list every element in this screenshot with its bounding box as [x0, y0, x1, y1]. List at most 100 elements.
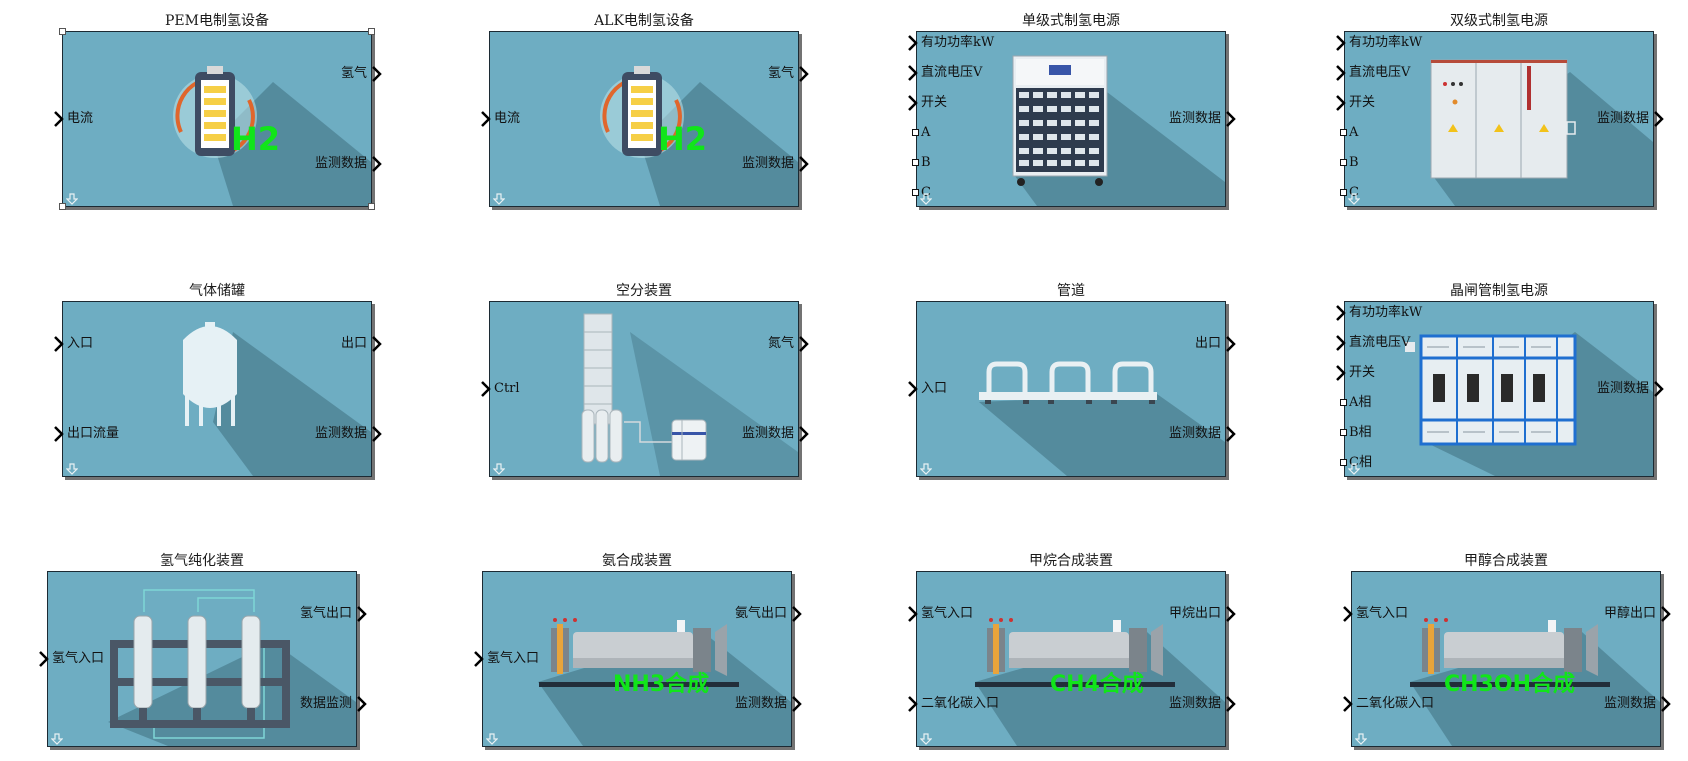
- nh3-synthesis-badge: NH3合成: [613, 672, 710, 697]
- block-pipeline[interactable]: 管道 入口 出口 监测数据: [908, 283, 1236, 477]
- conn-port-phase-c[interactable]: [1340, 459, 1347, 466]
- output-port-monitoring: 监测数据: [314, 426, 367, 441]
- block-air-separation-unit[interactable]: 空分装置 Ctrl 氮气 监测数据: [481, 283, 809, 477]
- output-arrow-icon[interactable]: [798, 426, 810, 442]
- output-arrow-icon[interactable]: [371, 426, 383, 442]
- input-port-co2-inlet: 二氧化碳入口: [1356, 696, 1435, 711]
- output-arrow-icon[interactable]: [371, 336, 383, 352]
- conn-port-c[interactable]: [912, 189, 919, 196]
- output-port-hydrogen: 氢气: [340, 66, 367, 81]
- input-arrow-icon[interactable]: [1336, 65, 1348, 81]
- block-hydrogen-purification[interactable]: 氢气纯化装置 氢气入口 氢气出口 数据监测: [39, 553, 367, 747]
- output-arrow-icon[interactable]: [1660, 606, 1672, 622]
- output-arrow-icon[interactable]: [1653, 111, 1665, 127]
- conn-port-b[interactable]: [1340, 159, 1347, 166]
- down-arrow-icon[interactable]: [920, 463, 932, 475]
- output-arrow-icon[interactable]: [1225, 111, 1237, 127]
- down-arrow-icon[interactable]: [66, 193, 78, 205]
- output-arrow-icon[interactable]: [798, 156, 810, 172]
- input-arrow-icon[interactable]: [481, 381, 493, 397]
- output-arrow-icon[interactable]: [1660, 696, 1672, 712]
- output-arrow-icon[interactable]: [1225, 426, 1237, 442]
- down-arrow-icon[interactable]: [51, 733, 63, 745]
- input-arrow-icon[interactable]: [39, 651, 51, 667]
- selection-handle[interactable]: [59, 203, 66, 210]
- input-arrow-icon[interactable]: [908, 35, 920, 51]
- input-arrow-icon[interactable]: [1336, 365, 1348, 381]
- block-thyristor-power-supply[interactable]: 晶闸管制氢电源 有功功率kW 直流电压V 开关 A相 B相 C相 监测数据: [1336, 283, 1664, 477]
- block-pem-electrolyzer[interactable]: PEM电制氢设备 H2 电流 氢气 监测数据: [54, 13, 382, 210]
- conn-port-phase-b[interactable]: [1340, 429, 1347, 436]
- down-arrow-icon[interactable]: [493, 193, 505, 205]
- output-arrow-icon[interactable]: [798, 66, 810, 82]
- conn-label-c: C: [921, 185, 931, 200]
- output-arrow-icon[interactable]: [1653, 381, 1665, 397]
- electrolyzer-icon: [600, 66, 798, 206]
- input-arrow-icon[interactable]: [474, 651, 486, 667]
- input-arrow-icon[interactable]: [54, 111, 66, 127]
- selection-handle[interactable]: [368, 203, 375, 210]
- down-arrow-icon[interactable]: [66, 463, 78, 475]
- conn-label-phase-a: A相: [1349, 395, 1372, 410]
- input-port-co2-inlet: 二氧化碳入口: [921, 696, 1000, 711]
- down-arrow-icon[interactable]: [493, 463, 505, 475]
- output-arrow-icon[interactable]: [1225, 606, 1237, 622]
- output-arrow-icon[interactable]: [356, 696, 368, 712]
- block-alk-electrolyzer[interactable]: ALK电制氢设备 H2 电流 氢气 监测数据: [481, 13, 809, 207]
- output-port-monitoring: 监测数据: [1596, 381, 1649, 396]
- down-arrow-icon[interactable]: [1355, 733, 1367, 745]
- block-methane-synthesis[interactable]: 甲烷合成装置 CH4合成 氢气入口 二氧化碳入口 甲烷出口 监测数据: [908, 553, 1236, 747]
- down-arrow-icon[interactable]: [920, 733, 932, 745]
- output-arrow-icon[interactable]: [371, 156, 383, 172]
- input-arrow-icon[interactable]: [908, 381, 920, 397]
- output-arrow-icon[interactable]: [356, 606, 368, 622]
- conn-label-b: B: [921, 155, 931, 170]
- selection-handle[interactable]: [59, 28, 66, 35]
- switch-cabinet-icon: [1430, 59, 1653, 206]
- conn-port-a[interactable]: [1340, 129, 1347, 136]
- output-arrow-icon[interactable]: [791, 696, 803, 712]
- conn-port-b[interactable]: [912, 159, 919, 166]
- conn-port-a[interactable]: [912, 129, 919, 136]
- output-arrow-icon[interactable]: [791, 606, 803, 622]
- output-arrow-icon[interactable]: [1225, 336, 1237, 352]
- reactor-icon: [538, 618, 791, 746]
- output-port-nitrogen: 氮气: [767, 336, 794, 351]
- input-port-dc-voltage: 直流电压V: [1349, 65, 1411, 80]
- conn-port-phase-a[interactable]: [1340, 399, 1347, 406]
- block-gas-storage-tank[interactable]: 气体储罐 入口 出口流量 出口 监测数据: [54, 283, 382, 477]
- block-methanol-synthesis[interactable]: 甲醇合成装置 CH3OH合成 氢气入口 二氧化碳入口 甲醇出口 监测数据: [1343, 553, 1671, 747]
- ch4-synthesis-badge: CH4合成: [1050, 672, 1144, 697]
- input-arrow-icon[interactable]: [54, 336, 66, 352]
- down-arrow-icon[interactable]: [486, 733, 498, 745]
- block-single-stage-power-supply[interactable]: 单级式制氢电源 有功功率kW 直流电压V 开关 A B C 监测数据: [908, 13, 1236, 207]
- conn-port-c[interactable]: [1340, 189, 1347, 196]
- conn-label-c: C: [1349, 185, 1359, 200]
- input-arrow-icon[interactable]: [908, 65, 920, 81]
- block-ammonia-synthesis[interactable]: 氨合成装置 NH3合成 氢气入口 氨气出口 监测数据: [474, 553, 802, 747]
- input-arrow-icon[interactable]: [908, 95, 920, 111]
- output-port-outlet: 出口: [1194, 336, 1221, 351]
- selection-handle[interactable]: [368, 28, 375, 35]
- input-arrow-icon[interactable]: [481, 111, 493, 127]
- input-arrow-icon[interactable]: [54, 426, 66, 442]
- block-title: 双级式制氢电源: [1450, 13, 1548, 29]
- output-arrow-icon[interactable]: [1225, 696, 1237, 712]
- input-arrow-icon[interactable]: [1336, 335, 1348, 351]
- input-arrow-icon[interactable]: [908, 606, 920, 622]
- input-arrow-icon[interactable]: [1336, 305, 1348, 321]
- output-arrow-icon[interactable]: [798, 336, 810, 352]
- down-arrow-icon[interactable]: [1348, 193, 1360, 205]
- block-title: 管道: [1057, 283, 1085, 299]
- output-arrow-icon[interactable]: [371, 66, 383, 82]
- input-arrow-icon[interactable]: [1336, 95, 1348, 111]
- input-arrow-icon[interactable]: [908, 696, 920, 712]
- reactor-icon: [1410, 618, 1660, 746]
- block-two-stage-power-supply[interactable]: 双级式制氢电源 有功功率kW 直流电压V 开关 A B C 监测数据: [1336, 13, 1664, 207]
- input-arrow-icon[interactable]: [1343, 696, 1355, 712]
- down-arrow-icon[interactable]: [920, 193, 932, 205]
- down-arrow-icon[interactable]: [1348, 463, 1360, 475]
- input-arrow-icon[interactable]: [1336, 35, 1348, 51]
- input-port-hydrogen-inlet: 氢气入口: [52, 651, 105, 666]
- input-arrow-icon[interactable]: [1343, 606, 1355, 622]
